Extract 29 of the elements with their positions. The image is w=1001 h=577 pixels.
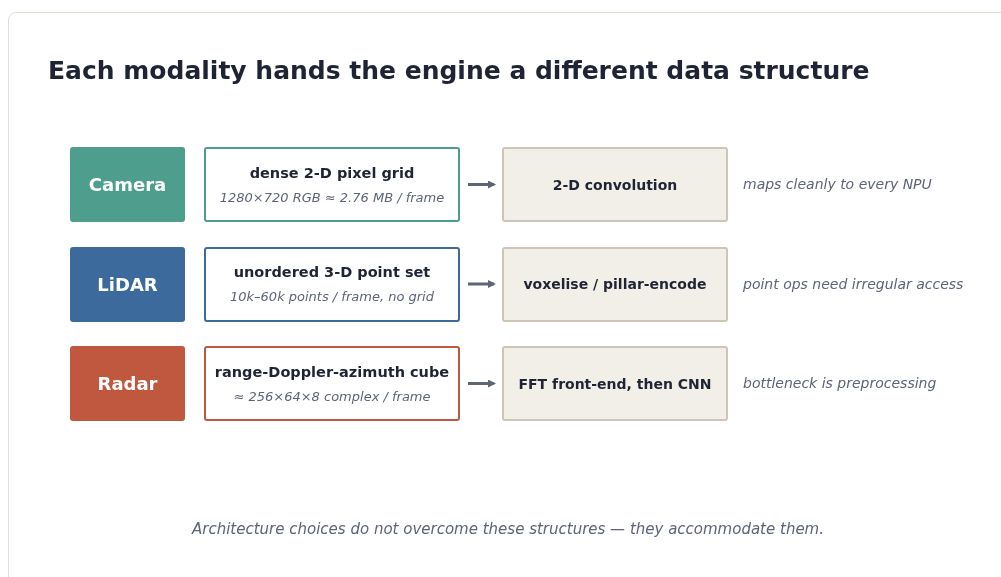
modality-box <box>70 346 185 421</box>
caption: Architecture choices do not overcome these structures — they accommodate them. <box>190 520 825 538</box>
modality-box <box>70 246 185 322</box>
box-detail: 1280×720 RGB ≈ 2.76 MB / frame <box>219 189 445 205</box>
data-structure-box <box>204 346 460 421</box>
title: Each modality hands the engine a different data structure <box>48 56 870 85</box>
arrow <box>468 379 496 388</box>
modality-label: LiDAR <box>97 273 158 295</box>
data-structure-box <box>204 246 460 322</box>
operation-box <box>502 346 728 421</box>
box-detail: 10k–60k points / frame, no grid <box>230 289 434 304</box>
arrow <box>468 180 496 189</box>
box-heading: voxelise / pillar-encode <box>523 276 707 292</box>
box-heading: 2-D convolution <box>552 176 678 193</box>
box-detail: ≈ 256×64×8 complex / frame <box>233 388 431 404</box>
operation-box <box>502 246 728 322</box>
data-structure-box <box>204 147 460 222</box>
modality-box <box>70 147 185 222</box>
modality-label: Radar <box>97 373 158 394</box>
box-heading: range-Doppler-azimuth cube <box>214 363 450 380</box>
modality-label: Camera <box>88 174 167 195</box>
box-heading: dense 2-D pixel grid <box>249 164 415 181</box>
note: point ops need irregular access <box>743 275 964 292</box>
operation-box <box>502 147 728 222</box>
box-heading: unordered 3-D point set <box>233 264 431 280</box>
note: maps cleanly to every NPU <box>743 176 932 192</box>
box-heading: FFT front-end, then CNN <box>518 375 712 392</box>
arrow <box>468 280 496 288</box>
note: bottleneck is preprocessing <box>743 375 937 391</box>
